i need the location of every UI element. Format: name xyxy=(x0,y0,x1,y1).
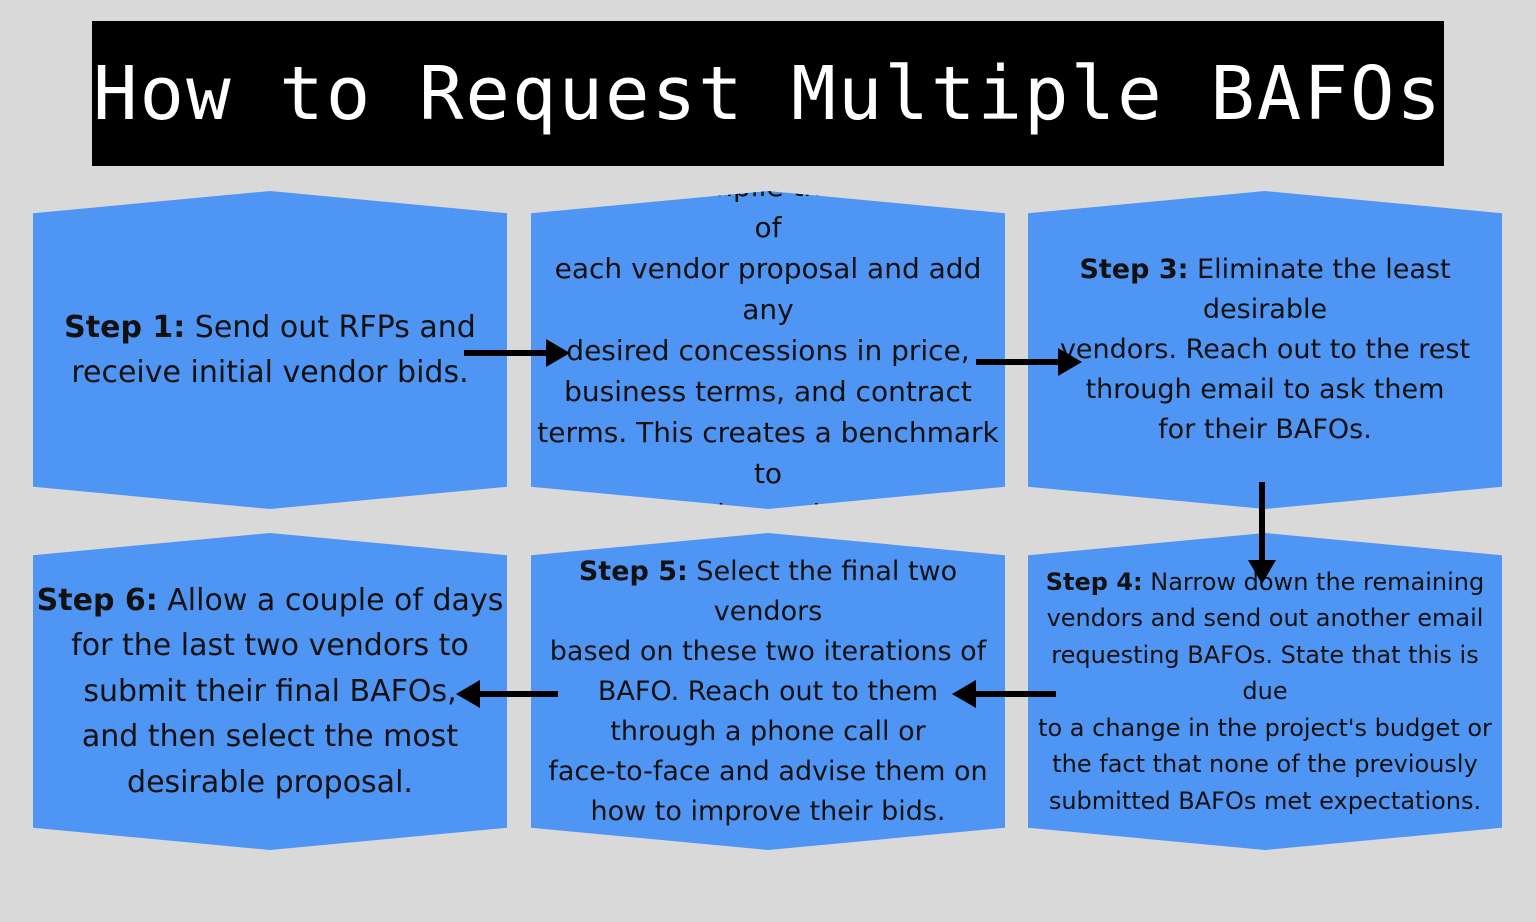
step-3-description: Eliminate the least desirable vendors. R… xyxy=(1059,254,1471,445)
step-3-label: Step 3: xyxy=(1079,254,1189,285)
step-2-text: Step 2: Compile the best parts of each v… xyxy=(531,169,1005,531)
step-4-description: Narrow down the remaining vendors and se… xyxy=(1038,567,1492,815)
arrow-step2-to-step3 xyxy=(976,348,1082,376)
step-2-box: Step 2: Compile the best parts of each v… xyxy=(531,191,1005,509)
arrow-step4-to-step5 xyxy=(952,680,1056,708)
step-1-box: Step 1: Send out RFPs and receive initia… xyxy=(33,191,507,509)
step-4-box: Step 4: Narrow down the remaining vendor… xyxy=(1028,533,1502,850)
step-6-label: Step 6: xyxy=(36,582,158,618)
step-5-label: Step 5: xyxy=(578,555,688,587)
step-1-text: Step 1: Send out RFPs and receive initia… xyxy=(64,305,476,395)
step-6-text: Step 6: Allow a couple of days for the l… xyxy=(37,578,504,806)
title-banner: How to Request Multiple BAFOs xyxy=(92,21,1444,166)
step-5-description: Select the final two vendors based on th… xyxy=(548,555,988,827)
arrow-step1-to-step2 xyxy=(464,339,570,367)
step-1-description: Send out RFPs and receive initial vendor… xyxy=(71,310,476,390)
step-4-label: Step 4: xyxy=(1045,567,1143,596)
step-3-box: Step 3: Eliminate the least desirable ve… xyxy=(1028,191,1502,509)
page-title: How to Request Multiple BAFOs xyxy=(92,50,1443,137)
step-6-box: Step 6: Allow a couple of days for the l… xyxy=(33,533,507,850)
step-6-description: Allow a couple of days for the last two … xyxy=(71,582,504,800)
step-5-text: Step 5: Select the final two vendors bas… xyxy=(531,552,1005,832)
step-2-description: Compile the best parts of each vendor pr… xyxy=(537,169,999,531)
arrow-step3-to-step4 xyxy=(1248,482,1276,584)
step-5-box: Step 5: Select the final two vendors bas… xyxy=(531,533,1005,850)
step-3-text: Step 3: Eliminate the least desirable ve… xyxy=(1028,250,1502,450)
arrow-step5-to-step6 xyxy=(456,680,558,708)
step-4-text: Step 4: Narrow down the remaining vendor… xyxy=(1028,564,1502,820)
step-1-label: Step 1: xyxy=(64,310,186,345)
